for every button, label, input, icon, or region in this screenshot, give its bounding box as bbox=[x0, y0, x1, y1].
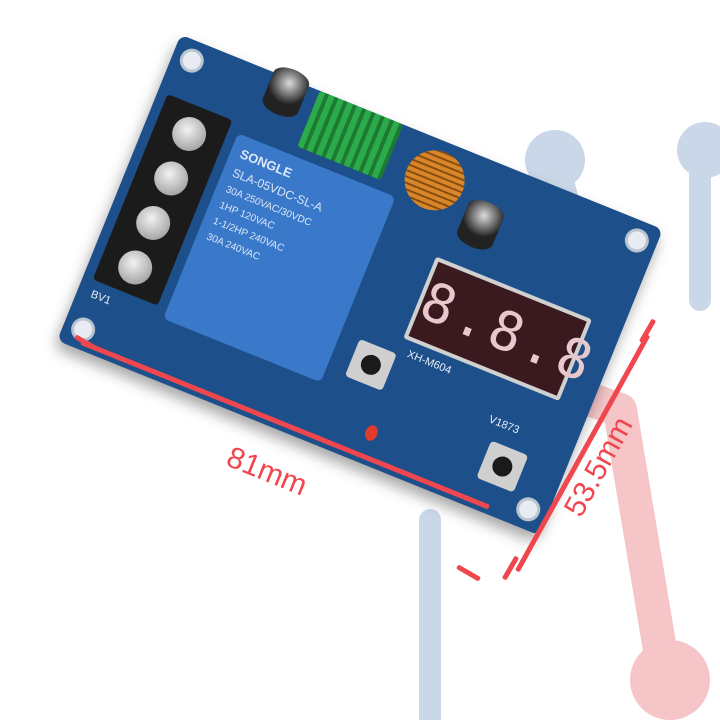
mount-hole-2 bbox=[621, 224, 653, 257]
push-button-2[interactable] bbox=[476, 440, 529, 493]
screw-icon bbox=[149, 156, 194, 201]
mount-hole-4 bbox=[512, 493, 544, 525]
status-led bbox=[362, 423, 380, 443]
terminal-label: BV1 bbox=[88, 288, 113, 308]
capacitor-2 bbox=[453, 195, 507, 255]
version-label: V1873 bbox=[486, 413, 521, 437]
screw-icon bbox=[113, 245, 158, 290]
led-display: 8.8.8 bbox=[403, 256, 605, 402]
mount-hole-1 bbox=[176, 45, 208, 77]
screw-icon bbox=[166, 111, 212, 157]
inductor-coil bbox=[395, 141, 474, 220]
screw-icon bbox=[131, 200, 176, 246]
push-button-1[interactable] bbox=[344, 338, 397, 391]
